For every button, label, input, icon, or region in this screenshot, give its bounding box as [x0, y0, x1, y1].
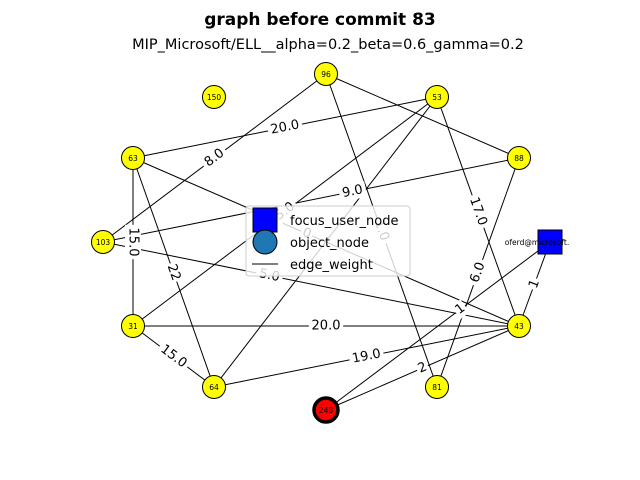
svg-text:63: 63 [128, 154, 138, 163]
svg-text:43: 43 [514, 322, 524, 331]
edge-label-63-53: 20.0 [266, 116, 304, 139]
legend-label: edge_weight [290, 258, 373, 273]
edge-label-user-43: 1 [524, 275, 545, 293]
svg-text:22: 22 [164, 262, 184, 283]
svg-text:9.0: 9.0 [341, 182, 364, 201]
edge-label-88-81: 6.0 [465, 257, 491, 288]
node-64: 64 [202, 375, 226, 399]
graph-subtitle: MIP_Microsoft/ELL__alpha=0.2_beta=0.6_ga… [132, 37, 524, 53]
svg-text:20.0: 20.0 [269, 117, 300, 137]
node-31: 31 [121, 314, 145, 338]
legend-item-edge-weight: edge_weight [252, 258, 373, 273]
svg-text:oferd@microsoft.: oferd@microsoft. [505, 238, 569, 247]
svg-text:19.0: 19.0 [351, 346, 382, 366]
legend-item-focus-user-node: focus_user_node [252, 207, 399, 233]
node-88: 88 [507, 146, 531, 170]
edge-label-63-64: 22 [162, 260, 185, 285]
svg-text:88: 88 [514, 154, 524, 163]
edge-label-user-248: 1 [450, 299, 470, 320]
edge-label-31-43: 20.0 [308, 318, 344, 334]
node-53: 53 [425, 85, 449, 109]
node-group: 96 150 53 63 88 103 oferd@microsoft. 31 43 64 81 24… [91, 62, 569, 424]
svg-text:20.0: 20.0 [312, 319, 341, 334]
legend-frame [245, 205, 411, 277]
legend-label: focus_user_node [290, 214, 399, 229]
node-103: 103 [91, 230, 115, 254]
edge-103-43 [102, 241, 520, 327]
node-81: 81 [425, 375, 449, 399]
node-43: 43 [507, 314, 531, 338]
svg-text:31: 31 [128, 322, 138, 331]
node-user: oferd@microsoft. [505, 229, 569, 255]
edge-label-43-248: 2 [413, 358, 432, 378]
legend-circle-marker [252, 229, 278, 255]
edge-user-248 [325, 241, 551, 411]
edge-label-31-64: 15.0 [154, 339, 193, 374]
legend-square-marker [252, 207, 278, 233]
svg-text:53: 53 [432, 93, 442, 102]
node-96: 96 [314, 62, 338, 86]
node-248: 248 [312, 396, 340, 424]
node-150: 150 [202, 85, 226, 109]
edge-label-63-31: 15.0 [125, 224, 141, 260]
svg-text:96: 96 [321, 70, 331, 79]
node-63: 63 [121, 146, 145, 170]
edge-label-64-43: 19.0 [348, 345, 385, 368]
svg-text:64: 64 [209, 383, 219, 392]
graph-title: graph before commit 83 [204, 10, 436, 30]
edge-88-103 [102, 157, 520, 243]
svg-text:150: 150 [207, 93, 222, 102]
svg-text:81: 81 [432, 383, 442, 392]
svg-text:248: 248 [319, 406, 334, 415]
edge-label-53-43: 17.0 [464, 192, 492, 231]
svg-text:6.0: 6.0 [467, 260, 488, 285]
legend-item-object-node: object_node [252, 229, 369, 255]
legend: focus_user_node object_node edge_weight [245, 205, 411, 277]
svg-text:103: 103 [96, 238, 111, 247]
edge-label-96-103: 8.0 [198, 143, 231, 173]
svg-text:15.0: 15.0 [126, 228, 141, 257]
legend-label: object_node [290, 236, 369, 251]
edge-label-88-103: 9.0 [337, 181, 368, 203]
